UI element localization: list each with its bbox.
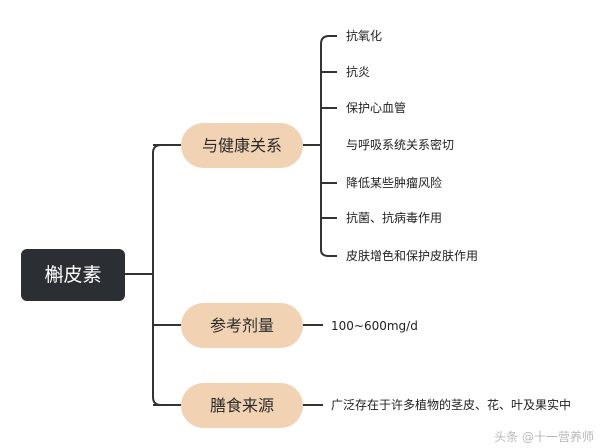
leaf-respiratory: 与呼吸系统关系密切: [346, 138, 455, 152]
branch-node-dietary-source: 膳食来源: [181, 383, 303, 428]
leaf-dietary-source-text: 广泛存在于许多植物的茎皮、花、叶及果实中: [331, 398, 572, 412]
leaf-bracket-corner: [320, 35, 337, 45]
leaf-tumor-risk: 降低某些肿瘤风险: [346, 176, 443, 190]
leaf-dosage-value: 100~600mg/d: [331, 319, 418, 333]
leaf-anti-inflammatory: 抗炎: [346, 65, 371, 79]
leaf-antioxidant: 抗氧化: [346, 29, 383, 43]
leaf-bracket-corner: [320, 249, 337, 257]
branch-connector-corner: [152, 144, 162, 154]
leaf-antibacterial-antiviral: 抗菌、抗病毒作用: [346, 211, 443, 225]
branch-node-dosage: 参考剂量: [181, 303, 303, 348]
watermark: 头条 @十一营养师: [494, 430, 594, 444]
leaf-skin: 皮肤增色和保护皮肤作用: [346, 249, 479, 263]
branch-node-health: 与健康关系: [181, 123, 303, 168]
branch-connector-corner: [152, 396, 162, 406]
leaf-cardiovascular: 保护心血管: [346, 101, 407, 115]
root-node: 槲皮素: [21, 249, 125, 301]
